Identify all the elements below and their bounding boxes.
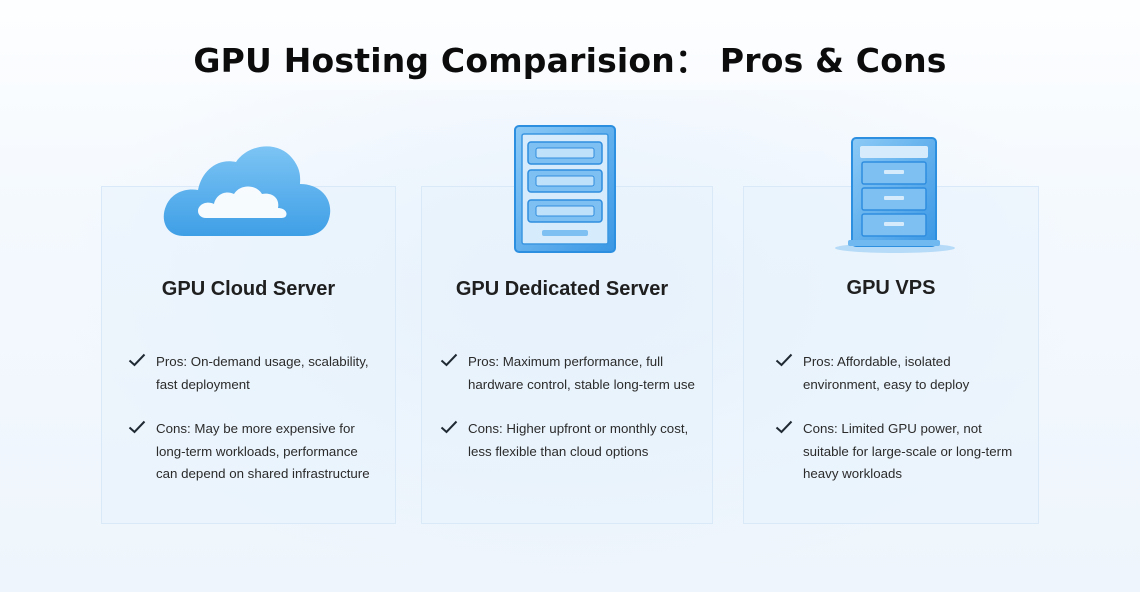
check-icon [128,420,146,434]
text-line: less flexible than cloud options [468,443,649,459]
pros-text: Pros: Affordable, isolated environment, … [803,351,969,396]
text-line: environment, easy to deploy [803,376,970,392]
page-title: GPU Hosting Comparision： Pros & Cons [193,41,947,80]
text-line: Cons: Limited GPU power, not [803,421,982,436]
text-line: can depend on shared infrastructure [156,466,370,481]
check-icon [775,353,793,367]
pros-text: Pros: On-demand usage, scalability, fast… [156,351,369,396]
text-line: Cons: May be more expensive for [156,421,355,436]
server-cabinet-icon [835,137,955,253]
text-line: fast deployment [156,376,250,392]
text-line: Pros: Affordable, isolated [803,354,951,369]
text-line: long-term workloads, performance [156,443,358,459]
pros-item: Pros: Affordable, isolated environment, … [775,351,1035,399]
check-icon [128,353,146,367]
cons-item: Cons: Higher upfront or monthly cost, le… [440,418,708,466]
pros-item: Pros: On-demand usage, scalability, fast… [128,351,388,399]
server-rack-icon [514,125,616,253]
check-icon [775,420,793,434]
cons-item: Cons: May be more expensive for long-ter… [128,418,388,488]
text-line: Pros: On-demand usage, scalability, [156,354,369,369]
card-title-gpu-dedicated-server: GPU Dedicated Server [455,278,669,300]
card-gpu-cloud-server [101,186,396,524]
text-line: Pros: Maximum performance, full [468,354,664,369]
card-title-gpu-cloud-server: GPU Cloud Server [161,278,336,300]
cons-text: Cons: Higher upfront or monthly cost, le… [468,418,688,463]
text-line: heavy workloads [803,466,903,481]
pros-item: Pros: Maximum performance, full hardware… [440,351,708,399]
cons-text: Cons: May be more expensive for long-ter… [156,418,370,486]
check-icon [440,420,458,434]
cons-text: Cons: Limited GPU power, not suitable fo… [803,418,1012,486]
cloud-icon [163,146,331,236]
pros-text: Pros: Maximum performance, full hardware… [468,351,695,396]
cons-item: Cons: Limited GPU power, not suitable fo… [775,418,1035,488]
text-line: Cons: Higher upfront or monthly cost, [468,421,689,436]
text-line: suitable for large-scale or long-term [803,443,1013,459]
check-icon [440,353,458,367]
text-line: hardware control, stable long-term use [468,376,695,392]
card-title-gpu-vps: GPU VPS [846,277,936,299]
